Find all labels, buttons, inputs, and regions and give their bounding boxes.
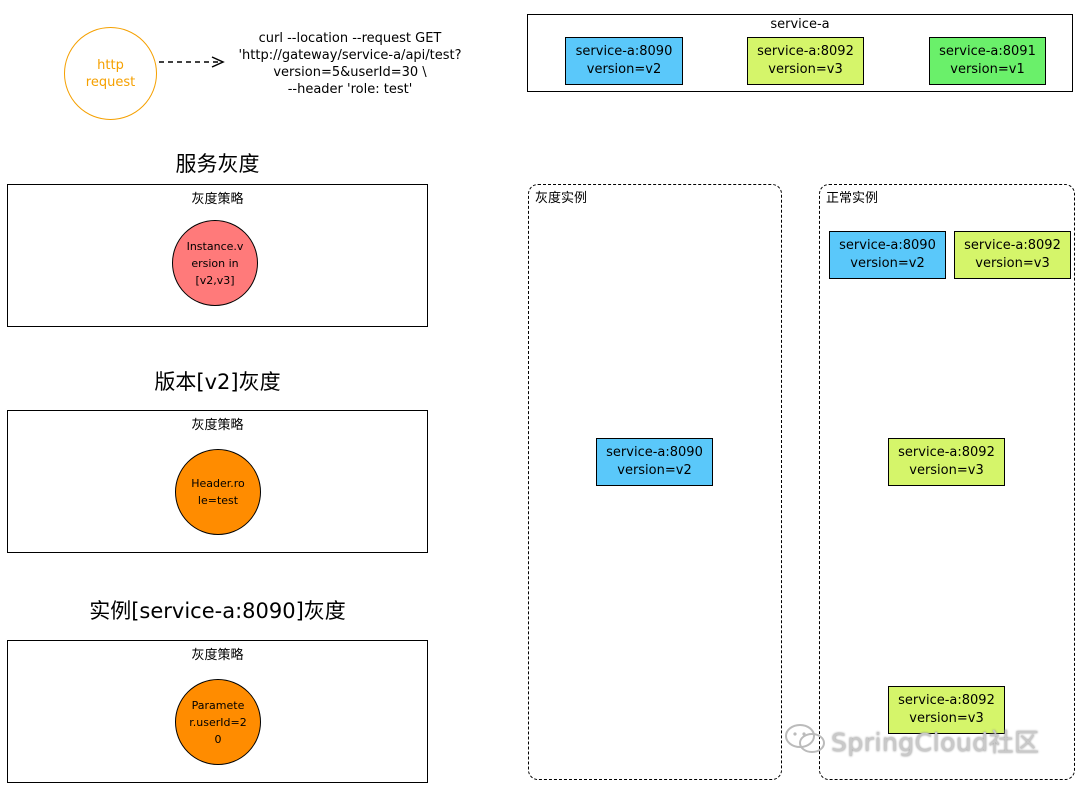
normal-instance-8092-c: service-a:8092 version=v3 xyxy=(888,686,1005,734)
instance-version: version=v3 xyxy=(909,711,984,726)
service-a-title: service-a xyxy=(770,17,830,32)
strategy-box-title: 灰度策略 xyxy=(191,418,244,433)
condition-line: [v2,v3] xyxy=(195,273,235,287)
strategy-condition-header-role: Header.ro le=test xyxy=(175,449,261,535)
condition-line: Instance.v xyxy=(186,239,244,253)
instance-version: version=v2 xyxy=(617,463,692,478)
strategy-heading-instance: 实例[service-a:8090]灰度 xyxy=(89,599,346,623)
condition-line: ersion in xyxy=(191,256,239,270)
strategy-heading-version: 版本[v2]灰度 xyxy=(154,370,281,394)
service-a-instance-8092: service-a:8092 version=v3 xyxy=(747,37,864,85)
instance-version: version=v3 xyxy=(768,62,843,77)
curl-line-1: curl --location --request GET xyxy=(258,31,442,46)
strategy-heading-service: 服务灰度 xyxy=(175,152,260,176)
instance-port: service-a:8091 xyxy=(939,44,1036,59)
strategy-box-version: 灰度策略 xyxy=(7,410,428,553)
curl-line-2: 'http://gateway/service-a/api/test? xyxy=(238,48,462,63)
gray-group-title: 灰度实例 xyxy=(535,191,588,206)
normal-instance-8092-b: service-a:8092 version=v3 xyxy=(888,438,1005,486)
instance-version: version=v2 xyxy=(586,62,662,77)
gray-instance-group: 灰度实例 xyxy=(528,184,782,780)
wechat-icon xyxy=(785,724,825,753)
normal-instance-8092-a: service-a:8092 version=v3 xyxy=(954,231,1071,279)
curl-line-3: version=5&userId=30 \ xyxy=(273,65,427,80)
instance-port: service-a:8092 xyxy=(964,238,1061,253)
instance-port: service-a:8090 xyxy=(606,445,703,460)
normal-instance-group: 正常实例 xyxy=(819,184,1075,780)
strategy-box-title: 灰度策略 xyxy=(191,192,244,207)
http-request-node: http request xyxy=(64,27,157,120)
service-a-instance-8090: service-a:8090 version=v2 xyxy=(565,37,683,85)
curl-command: curl --location --request GET 'http://ga… xyxy=(228,30,472,98)
condition-line: Paramete xyxy=(191,698,245,712)
instance-port: service-a:8092 xyxy=(898,445,995,460)
condition-line: 0 xyxy=(214,732,222,746)
service-a-instance-8091: service-a:8091 version=v1 xyxy=(929,37,1046,85)
instance-port: service-a:8090 xyxy=(839,238,936,253)
strategy-box-title: 灰度策略 xyxy=(191,648,244,663)
service-a-container: service-a xyxy=(527,14,1073,92)
instance-version: version=v3 xyxy=(975,256,1050,271)
normal-instance-8090: service-a:8090 version=v2 xyxy=(829,231,946,279)
instance-version: version=v1 xyxy=(950,62,1025,77)
instance-port: service-a:8092 xyxy=(757,44,854,59)
condition-line: r.userId=2 xyxy=(189,715,247,729)
http-request-label-line2: request xyxy=(85,74,136,90)
instance-version: version=v3 xyxy=(909,463,984,478)
request-arrow xyxy=(159,56,225,68)
curl-line-4: --header 'role: test' xyxy=(287,82,413,97)
instance-port: service-a:8092 xyxy=(898,693,995,708)
http-request-label-line1: http xyxy=(97,57,124,73)
condition-line: Header.ro xyxy=(191,477,245,490)
condition-line: le=test xyxy=(197,494,239,507)
watermark-text: SpringCloud社区 xyxy=(831,728,1040,757)
normal-group-title: 正常实例 xyxy=(826,191,879,206)
instance-port: service-a:8090 xyxy=(575,44,673,59)
instance-version: version=v2 xyxy=(850,256,925,271)
strategy-box-service: 灰度策略 xyxy=(7,184,428,327)
strategy-condition-instance-version: Instance.v ersion in [v2,v3] xyxy=(172,220,258,306)
strategy-box-instance: 灰度策略 xyxy=(7,640,428,783)
gray-instance-8090: service-a:8090 version=v2 xyxy=(596,438,713,486)
strategy-condition-parameter-userid: Paramete r.userId=2 0 xyxy=(175,679,261,765)
